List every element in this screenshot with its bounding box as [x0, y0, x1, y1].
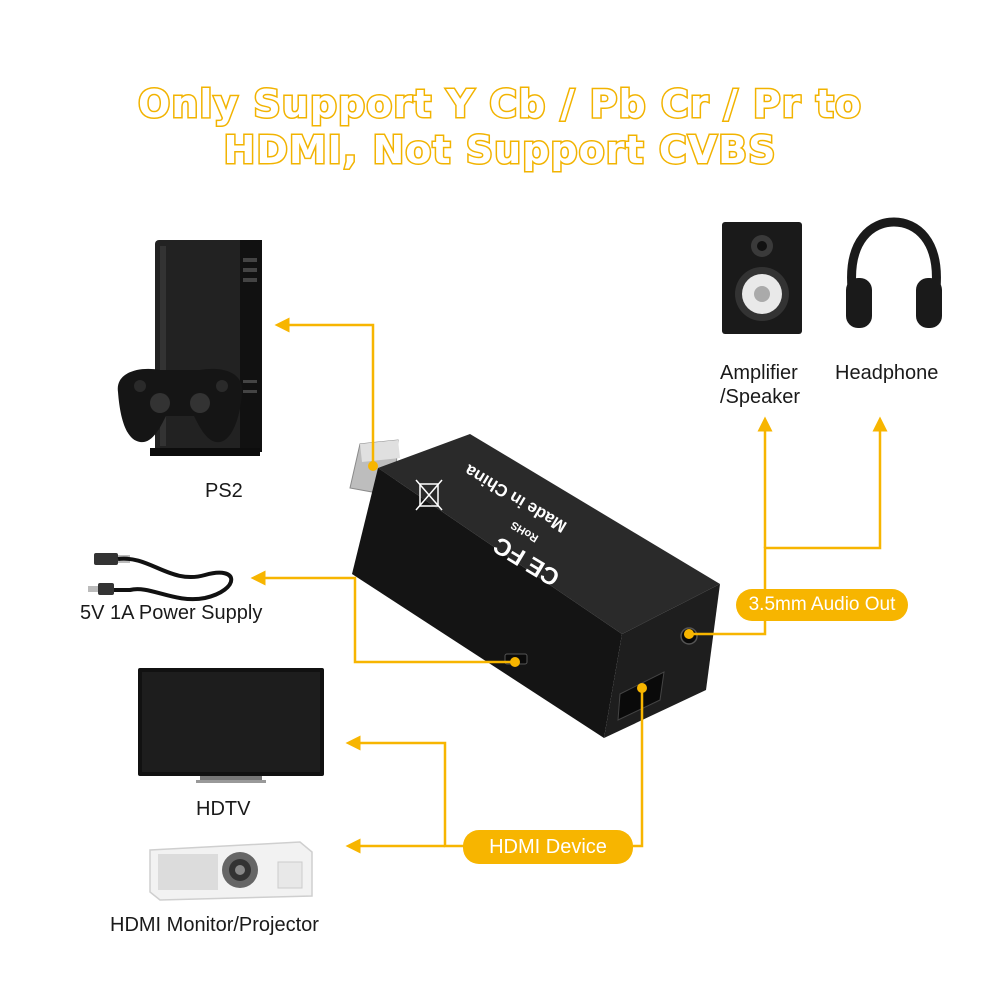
power-supply-label: 5V 1A Power Supply — [80, 602, 262, 624]
title-line-1: Only Support Y Cb / Pb Cr / Pr to — [137, 81, 863, 128]
projector-image — [149, 841, 313, 901]
power-connection-line — [250, 570, 515, 664]
hdtv-image — [138, 668, 324, 783]
weee-bin-icon — [415, 479, 443, 511]
title-line-2: HDMI, Not Support CVBS — [222, 127, 777, 174]
ps2-connection-dot — [368, 461, 378, 471]
usb-cable-image — [88, 553, 234, 602]
hdmi-connection-dot — [637, 683, 647, 693]
hdmi-device-callout: HDMI Device — [463, 830, 633, 864]
audio-out-callout: 3.5mm Audio Out — [736, 589, 908, 621]
hdtv-label: HDTV — [196, 798, 251, 820]
amplifier-label-line1: Amplifier — [720, 362, 798, 384]
amplifier-label-line2: /Speaker — [720, 386, 800, 408]
projector-label: HDMI Monitor/Projector — [110, 914, 319, 936]
speaker-image — [722, 222, 802, 334]
audio-connection-dot — [684, 629, 694, 639]
headphone-label: Headphone — [835, 362, 938, 384]
converter-device-image: Made in China RoHS CE FC — [349, 434, 720, 738]
connection-lines — [250, 317, 888, 854]
ps2-controller-image — [117, 368, 243, 443]
ps2-connection-line — [274, 317, 375, 466]
headphone-image — [846, 217, 942, 328]
power-connection-dot — [510, 657, 520, 667]
ps2-label: PS2 — [205, 480, 243, 502]
